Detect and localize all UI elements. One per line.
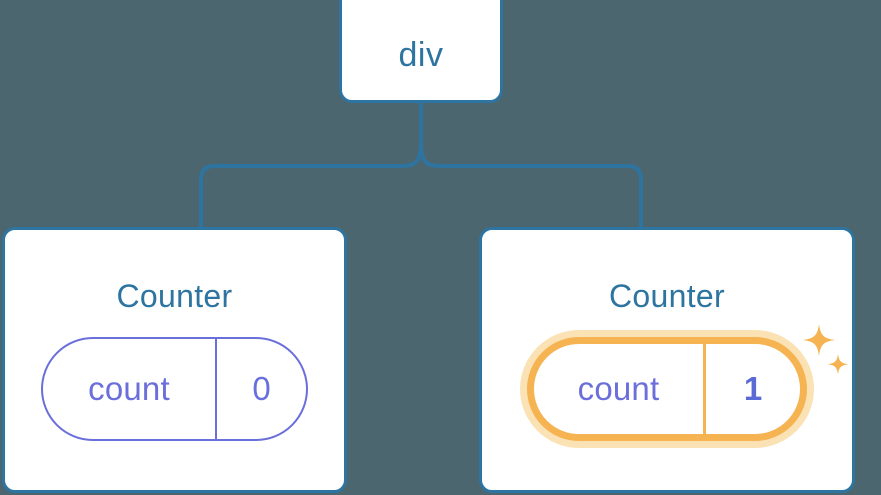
state-pill-right[interactable]: count 1 bbox=[527, 337, 807, 441]
state-key-cell-left: count bbox=[43, 339, 217, 439]
node-div-label: div bbox=[398, 36, 444, 74]
state-key-label-left: count bbox=[88, 370, 170, 407]
node-counter-right-label: Counter bbox=[609, 278, 725, 314]
state-pill-wrapper-left: count 0 bbox=[41, 337, 308, 441]
state-pill-left[interactable]: count 0 bbox=[41, 337, 308, 441]
state-value-cell-left: 0 bbox=[217, 339, 306, 439]
node-counter-right[interactable]: Counter count 1 bbox=[479, 227, 855, 493]
state-pill-wrapper-right: count 1 bbox=[527, 337, 807, 441]
state-value-cell-right: 1 bbox=[706, 344, 800, 434]
node-counter-left[interactable]: Counter count 0 bbox=[2, 227, 347, 493]
state-value-label-right: 1 bbox=[743, 370, 763, 407]
connector-to-right-child bbox=[419, 141, 643, 227]
state-key-label-right: count bbox=[577, 370, 660, 407]
state-value-label-left: 0 bbox=[252, 370, 271, 407]
connector-to-left-child bbox=[199, 141, 423, 227]
node-counter-left-label: Counter bbox=[116, 278, 233, 314]
state-key-cell-right: count bbox=[534, 344, 706, 434]
node-div[interactable]: div bbox=[339, 0, 503, 103]
